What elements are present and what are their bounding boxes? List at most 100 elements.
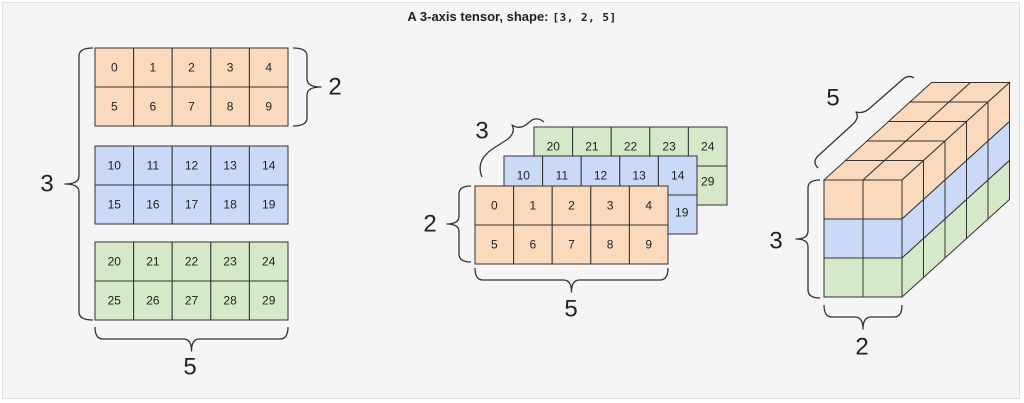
tensor-cell — [248, 184, 289, 225]
tensor-cell — [94, 145, 135, 186]
cell-value: 20 — [547, 140, 561, 154]
cube-front-cell — [862, 179, 903, 220]
tensor-cell — [551, 185, 592, 226]
cell-value: 6 — [150, 100, 157, 114]
cell-value: 1 — [150, 61, 157, 75]
tensor-cell — [590, 224, 630, 265]
cell-value: 29 — [262, 294, 276, 308]
tensor-cell — [248, 86, 289, 127]
cell-value: 24 — [701, 140, 715, 154]
label-depth-middle: 3 — [475, 118, 488, 145]
diagram-title: A 3-axis tensor, shape:[3, 2, 5] — [0, 9, 1024, 24]
cell-value: 8 — [227, 100, 234, 114]
cell-value: 13 — [223, 159, 237, 173]
cell-value: 12 — [185, 159, 199, 173]
cell-value: 25 — [108, 294, 122, 308]
cell-value: 12 — [594, 169, 608, 183]
cell-value: 7 — [568, 238, 575, 252]
cell-value: 21 — [585, 140, 599, 154]
cell-value: 19 — [675, 206, 689, 220]
tensor-cell — [210, 184, 250, 225]
cell-value: 14 — [262, 159, 276, 173]
cell-value: 24 — [262, 255, 276, 269]
tensor-cell — [133, 86, 173, 127]
height-brace-right — [795, 179, 821, 299]
rows-brace-middle — [446, 185, 472, 263]
cell-value: 4 — [265, 61, 272, 75]
cell-value: 28 — [223, 294, 237, 308]
cube-front-cell — [862, 218, 903, 259]
cell-value: 19 — [262, 198, 276, 212]
tensor-cell — [171, 86, 212, 127]
cell-value: 1 — [530, 199, 537, 213]
label-rows: 2 — [328, 74, 341, 101]
tensor-cell — [133, 47, 173, 88]
cell-value: 10 — [517, 169, 531, 183]
title-text: A 3-axis tensor, shape: — [407, 9, 549, 24]
cube-front-cell — [823, 218, 864, 259]
cell-value: 3 — [227, 61, 234, 75]
cell-value: 2 — [568, 199, 575, 213]
tensor-cell — [133, 280, 173, 321]
cube-front-cell — [823, 257, 864, 298]
cell-value: 11 — [556, 169, 569, 183]
cell-value: 22 — [624, 140, 638, 154]
cell-value: 27 — [185, 294, 199, 308]
cell-value: 20 — [108, 255, 122, 269]
depth-brace-left — [64, 47, 94, 321]
cell-value: 22 — [185, 255, 199, 269]
tensor-cell — [171, 280, 212, 321]
tensor-cell — [171, 184, 212, 225]
cell-value: 9 — [645, 238, 652, 252]
cell-value: 4 — [645, 199, 652, 213]
cube-front-cell — [823, 179, 864, 220]
cube-side-cell — [987, 159, 1010, 221]
cell-value: 7 — [188, 100, 195, 114]
label-height-right: 3 — [769, 228, 782, 255]
cell-value: 16 — [146, 198, 160, 212]
shape-code: [3, 2, 5] — [552, 11, 617, 24]
cell-value: 9 — [265, 100, 272, 114]
tensor-cell — [248, 241, 289, 282]
cell-value: 15 — [108, 198, 122, 212]
cell-value: 23 — [662, 140, 676, 154]
label-depth-right: 5 — [826, 85, 839, 112]
cell-value: 11 — [147, 159, 160, 173]
cell-value: 26 — [146, 294, 160, 308]
cell-value: 14 — [671, 169, 685, 183]
tensor-cell — [94, 184, 135, 225]
cell-value: 13 — [632, 169, 646, 183]
depth-brace-middle — [479, 118, 545, 178]
cell-value: 6 — [530, 238, 537, 252]
tensor-cell — [94, 86, 135, 127]
tensor-cell — [94, 241, 135, 282]
tensor-cell — [628, 224, 669, 265]
label-depth: 3 — [40, 171, 53, 198]
tensor-cell — [248, 280, 289, 321]
tensor-cell — [171, 47, 212, 88]
tensor-cell — [513, 185, 553, 226]
cell-value: 2 — [188, 61, 195, 75]
cell-value: 21 — [146, 255, 160, 269]
tensor-cell — [171, 241, 212, 282]
depth-brace-right — [814, 75, 915, 169]
cell-value: 0 — [491, 199, 498, 213]
cols-brace-left — [94, 326, 289, 352]
tensor-cell — [248, 47, 289, 88]
rows-brace-left — [292, 47, 322, 127]
cell-value: 8 — [607, 238, 614, 252]
label-rows-middle: 2 — [423, 211, 436, 238]
cell-value: 0 — [111, 61, 118, 75]
cell-value: 23 — [223, 255, 237, 269]
cell-value: 5 — [491, 238, 498, 252]
tensor-cell — [551, 224, 592, 265]
cube-front-cell — [862, 257, 903, 298]
tensor-cell — [133, 184, 173, 225]
label-width-right: 2 — [855, 334, 868, 361]
cell-value: 5 — [111, 100, 118, 114]
tensor-cell — [474, 224, 515, 265]
cell-value: 3 — [607, 199, 614, 213]
label-cols: 5 — [183, 354, 196, 381]
cols-brace-middle — [474, 267, 669, 293]
